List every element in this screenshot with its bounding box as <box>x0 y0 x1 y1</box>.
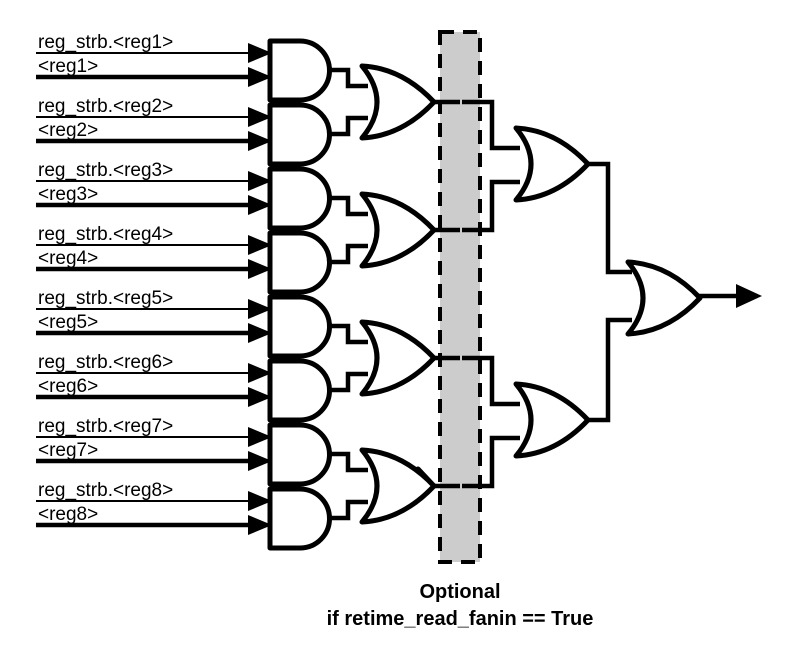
label-strobe-1: reg_strb.<reg1> <box>38 32 173 53</box>
wire-and8-to-or4 <box>330 499 368 521</box>
label-data-8: <reg8> <box>38 504 98 525</box>
and-gate-6 <box>267 358 332 423</box>
label-strobe-6: reg_strb.<reg6> <box>38 352 173 373</box>
or-gate-output <box>625 259 703 337</box>
wire-and2-to-or1 <box>330 115 368 137</box>
wire-or5-to-or7 <box>586 161 632 275</box>
label-data-6: <reg6> <box>38 376 98 397</box>
label-data-4: <reg4> <box>38 248 98 269</box>
wire-and4-to-or2 <box>330 243 368 265</box>
label-data-2: <reg2> <box>38 120 98 141</box>
input-arrow-data-1 <box>248 67 272 87</box>
and-gate-4 <box>267 230 332 295</box>
label-data-5: <reg5> <box>38 312 98 333</box>
input-arrow-strobe-8 <box>248 491 272 511</box>
wire-and7-to-or4 <box>330 451 368 473</box>
input-arrow-data-3 <box>248 195 272 215</box>
and-gate-7 <box>267 422 332 487</box>
input-arrow-data-7 <box>248 451 272 471</box>
wire-and5-to-or3 <box>330 323 368 345</box>
label-strobe-8: reg_strb.<reg8> <box>38 480 173 501</box>
wire-or6-to-or7 <box>586 317 632 423</box>
input-arrow-strobe-4 <box>248 235 272 255</box>
wire-box2-to-or5 <box>462 179 520 233</box>
optional-caption-line1: Optional <box>419 581 500 603</box>
input-arrow-strobe-6 <box>248 363 272 383</box>
output-arrow <box>736 284 762 308</box>
input-arrow-data-5 <box>248 323 272 343</box>
input-arrow-data-2 <box>248 131 272 151</box>
label-data-1: <reg1> <box>38 56 98 77</box>
or-gate-stage1-1 <box>359 63 437 141</box>
optional-retime-box <box>438 30 482 564</box>
and-gate-5 <box>267 294 332 359</box>
and-gate-3 <box>267 166 332 231</box>
input-arrow-data-4 <box>248 259 272 279</box>
input-arrow-data-6 <box>248 387 272 407</box>
input-arrow-strobe-2 <box>248 107 272 127</box>
label-strobe-5: reg_strb.<reg5> <box>38 288 173 309</box>
optional-caption-line2: if retime_read_fanin == True <box>327 608 594 630</box>
input-arrow-strobe-7 <box>248 427 272 447</box>
label-data-3: <reg3> <box>38 184 98 205</box>
or-gate-stage1-4 <box>359 447 437 525</box>
input-arrow-strobe-5 <box>248 299 272 319</box>
or-gate-stage1-3 <box>359 319 437 397</box>
or-gate-stage1-2 <box>359 191 437 269</box>
input-arrow-strobe-3 <box>248 171 272 191</box>
or-gate-stage2-2 <box>513 381 591 459</box>
wire-and1-to-or1 <box>330 67 368 89</box>
and-gate-8 <box>267 486 332 551</box>
wire-box4-to-or6 <box>462 435 520 489</box>
label-strobe-7: reg_strb.<reg7> <box>38 416 173 437</box>
label-strobe-2: reg_strb.<reg2> <box>38 96 173 117</box>
and-gate-2 <box>267 102 332 167</box>
wire-and6-to-or3 <box>330 371 368 393</box>
wire-box1-to-or5 <box>462 99 520 151</box>
wire-box3-to-or6 <box>462 355 520 407</box>
or-gate-stage2-1 <box>513 125 591 203</box>
label-strobe-4: reg_strb.<reg4> <box>38 224 173 245</box>
input-arrow-data-8 <box>248 515 272 535</box>
wire-and3-to-or2 <box>330 195 368 217</box>
and-gate-1 <box>267 38 332 103</box>
input-arrow-strobe-1 <box>248 43 272 63</box>
label-strobe-3: reg_strb.<reg3> <box>38 160 173 181</box>
label-data-7: <reg7> <box>38 440 98 461</box>
